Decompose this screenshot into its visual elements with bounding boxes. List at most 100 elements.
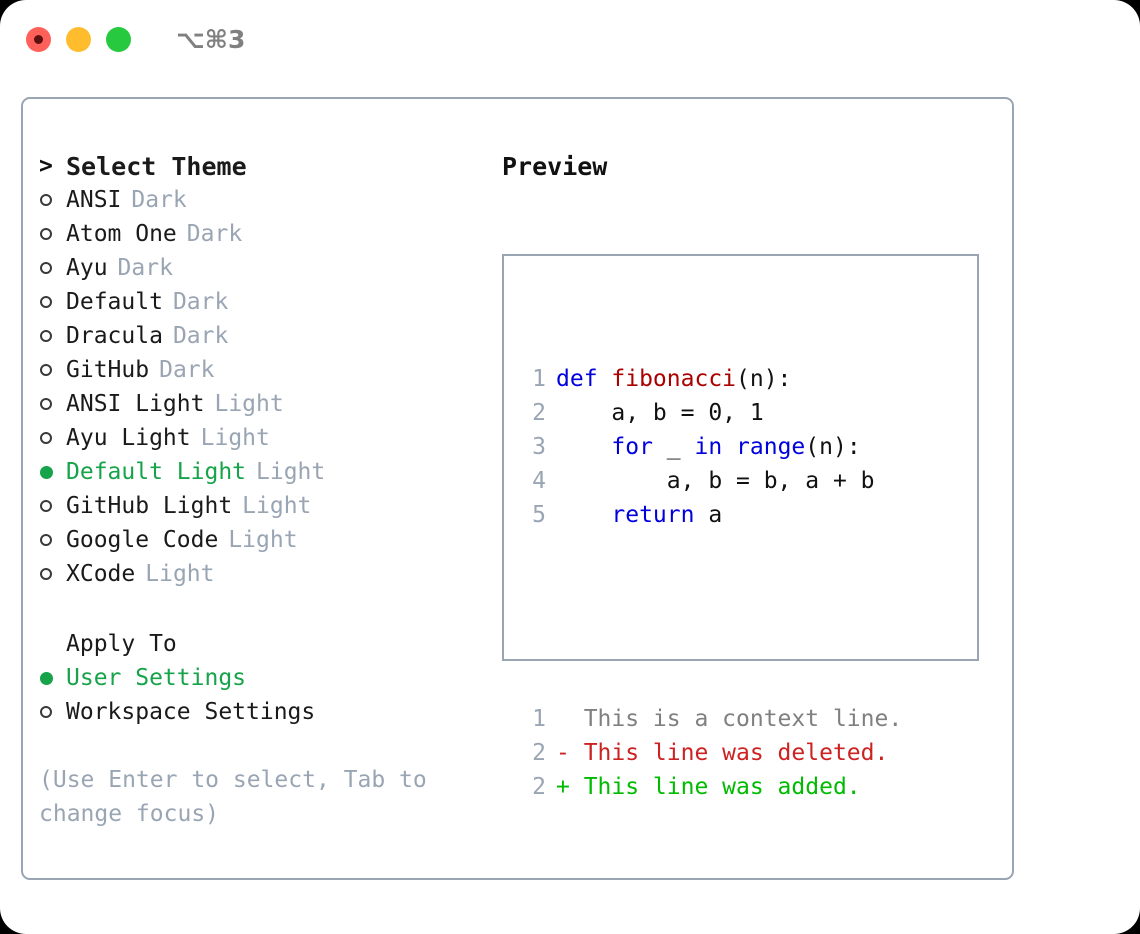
keyboard-shortcut-label: ⌥⌘3 [176,24,246,54]
theme-list-header: > Select Theme [39,149,489,183]
code-line: 2 a, b = 0, 1 [520,396,902,430]
radio-unselected-icon [39,568,66,580]
theme-variant-badge: Dark [117,255,173,281]
theme-variant-badge: Light [228,527,298,553]
apply-to-heading: Apply To [39,627,489,661]
theme-option[interactable]: GitHub Dark [39,353,489,387]
code-line: 3 for _ in range(n): [520,430,902,464]
code-token: + This line was added. [556,774,861,800]
theme-option-label: Google Code [66,527,219,553]
theme-option[interactable]: ANSI Light Light [39,387,489,421]
radio-unselected-icon [39,330,66,342]
theme-variant-badge: Light [214,391,284,417]
theme-option-label: Atom One [66,221,177,247]
theme-option-label: GitHub [66,357,150,383]
apply-to-option[interactable]: Workspace Settings [39,695,489,729]
radio-unselected-icon [39,364,66,376]
code-token [556,434,611,460]
line-number: 2 [532,400,546,426]
code-token: a, b = 0, 1 [556,400,764,426]
code-token [722,434,736,460]
code-token: range [736,434,806,460]
diff-line: 2 - This line was deleted. [520,736,902,770]
code-token: (n): [805,434,861,460]
code-token: def [556,366,612,392]
apply-to-option-label: User Settings [66,665,247,691]
code-line: 1 def fibonacci(n): [520,362,902,396]
radio-unselected-icon [39,228,66,240]
theme-variant-badge: Dark [172,323,229,349]
code-token: return [611,502,695,528]
theme-variant-badge: Light [145,561,215,587]
code-token: This is a context line. [556,706,903,732]
theme-list-header-label: Select Theme [66,151,247,181]
line-number: 1 [532,366,546,392]
theme-variant-badge: Light [200,425,270,451]
theme-option[interactable]: Default Light Light [39,455,489,489]
code-token: - This line was deleted. [556,740,889,766]
line-number: 4 [532,468,546,494]
caret-icon: > [39,153,53,179]
line-number: 2 [532,774,546,800]
close-button-icon[interactable] [26,26,51,52]
diff-line: 2 + This line was added. [520,770,902,804]
radio-unselected-icon [39,500,66,512]
theme-option-label: GitHub Light [66,493,233,519]
theme-variant-badge: Light [242,493,312,519]
section-spacer [39,591,489,627]
apply-to-option-label: Workspace Settings [66,699,316,725]
code-blank-line [520,600,902,634]
code-token: fibonacci [611,366,737,392]
line-number: 1 [532,706,546,732]
radio-unselected-icon [39,534,66,546]
radio-selected-icon [39,465,66,479]
radio-unselected-icon [39,432,66,444]
theme-option[interactable]: GitHub Light Light [39,489,489,523]
theme-variant-badge: Dark [172,289,229,315]
theme-variant-badge: Dark [159,357,215,383]
minimize-button-icon[interactable] [66,26,91,52]
code-token: a [694,502,723,528]
theme-option-label: Ayu [66,255,108,281]
radio-unselected-icon [39,398,66,410]
radio-unselected-icon [39,706,66,718]
apply-to-option[interactable]: User Settings [39,661,489,695]
theme-option-label: Dracula [66,323,163,349]
line-number: 5 [532,502,546,528]
apply-to-heading-label: Apply To [66,631,177,657]
code-token: (n): [736,366,792,392]
line-number: 2 [532,740,546,766]
theme-option[interactable]: Atom One Dark [39,217,489,251]
theme-option-label: Default Light [66,459,247,485]
code-line: 4 a, b = b, a + b [520,464,902,498]
theme-option[interactable]: Google Code Light [39,523,489,557]
line-number: 3 [532,434,546,460]
code-token: _ [652,434,695,460]
theme-option-label: XCode [66,561,136,587]
theme-option[interactable]: Ayu Dark [39,251,489,285]
theme-variant-badge: Light [256,459,326,485]
title-bar: ⌥⌘3 [0,0,1140,78]
code-line: 5 return a [520,498,902,532]
diff-line: 1 This is a context line. [520,702,902,736]
theme-option[interactable]: XCode Light [39,557,489,591]
radio-unselected-icon [39,296,66,308]
theme-variant-badge: Dark [186,221,243,247]
code-token: for [611,434,653,460]
theme-option-label: ANSI Light [66,391,205,417]
theme-option[interactable]: Dracula Dark [39,319,489,353]
maximize-button-icon[interactable] [106,26,131,52]
theme-option-label: ANSI [66,187,122,213]
keyboard-hint-text: (Use Enter to select, Tab to change focu… [39,767,427,827]
